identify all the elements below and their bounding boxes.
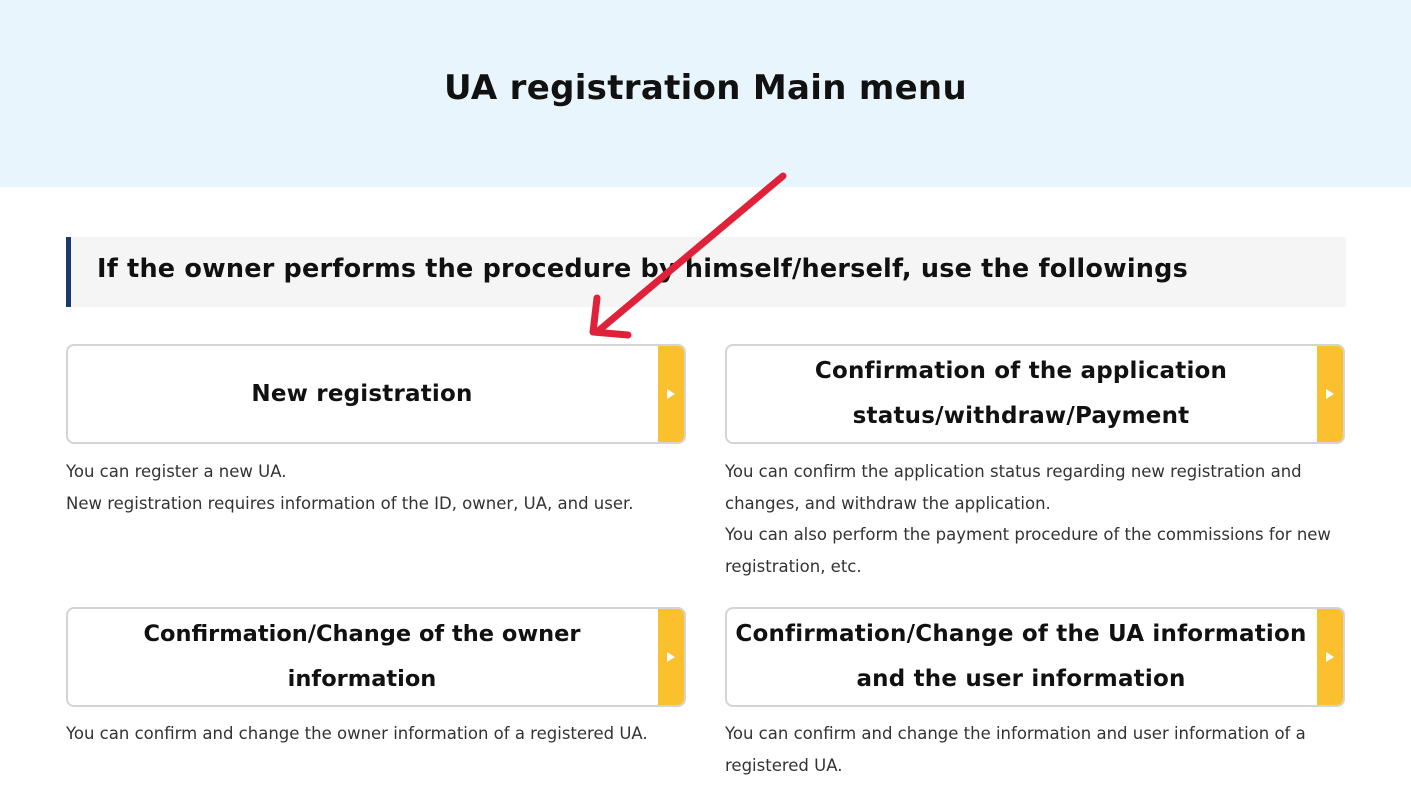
card-arrow-tab — [1317, 346, 1343, 442]
triangle-right-icon — [1326, 389, 1334, 399]
application-status-label: Confirmation of the application status/w… — [727, 346, 1315, 442]
card-arrow-tab — [1317, 609, 1343, 705]
label-line: Confirmation/Change of the UA informatio… — [735, 621, 1307, 647]
page-title: UA registration Main menu — [444, 68, 967, 108]
new-registration-button[interactable]: New registration — [66, 344, 686, 444]
ua-info-button[interactable]: Confirmation/Change of the UA informatio… — [725, 607, 1345, 707]
description-line: You can confirm the application status r… — [725, 462, 1302, 481]
owner-info-description: You can confirm and change the owner inf… — [66, 718, 706, 750]
ua-info-label: Confirmation/Change of the UA informatio… — [727, 609, 1315, 705]
section-heading-text: If the owner performs the procedure by h… — [97, 254, 1188, 284]
description-line: registered UA. — [725, 755, 843, 775]
section-heading: If the owner performs the procedure by h… — [66, 237, 1346, 307]
owner-info-button[interactable]: Confirmation/Change of the owner informa… — [66, 607, 686, 707]
page-header: UA registration Main menu — [0, 0, 1411, 187]
description-line: You can confirm and change the owner inf… — [66, 724, 648, 743]
ua-info-description: You can confirm and change the informati… — [725, 718, 1365, 781]
label-line: status/withdraw/Payment — [852, 403, 1190, 429]
owner-info-label: Confirmation/Change of the owner informa… — [143, 621, 581, 692]
description-line: You can confirm and change the informati… — [725, 724, 1306, 743]
triangle-right-icon — [667, 652, 675, 662]
description-line: registration, etc. — [725, 556, 862, 576]
description-line: New registration requires information of… — [66, 493, 634, 513]
triangle-right-icon — [1326, 652, 1334, 662]
description-line: You can register a new UA. — [66, 462, 287, 481]
card-arrow-tab — [658, 609, 684, 705]
application-status-description: You can confirm the application status r… — [725, 456, 1365, 582]
label-line: and the user information — [856, 666, 1186, 692]
label-line: Confirmation of the application — [814, 358, 1228, 384]
description-line: changes, and withdraw the application. — [725, 493, 1051, 513]
application-status-button[interactable]: Confirmation of the application status/w… — [725, 344, 1345, 444]
card-arrow-tab — [658, 346, 684, 442]
new-registration-label: New registration — [251, 380, 473, 407]
new-registration-description: You can register a new UA. New registrat… — [66, 456, 686, 519]
triangle-right-icon — [667, 389, 675, 399]
description-line: You can also perform the payment procedu… — [725, 525, 1331, 544]
